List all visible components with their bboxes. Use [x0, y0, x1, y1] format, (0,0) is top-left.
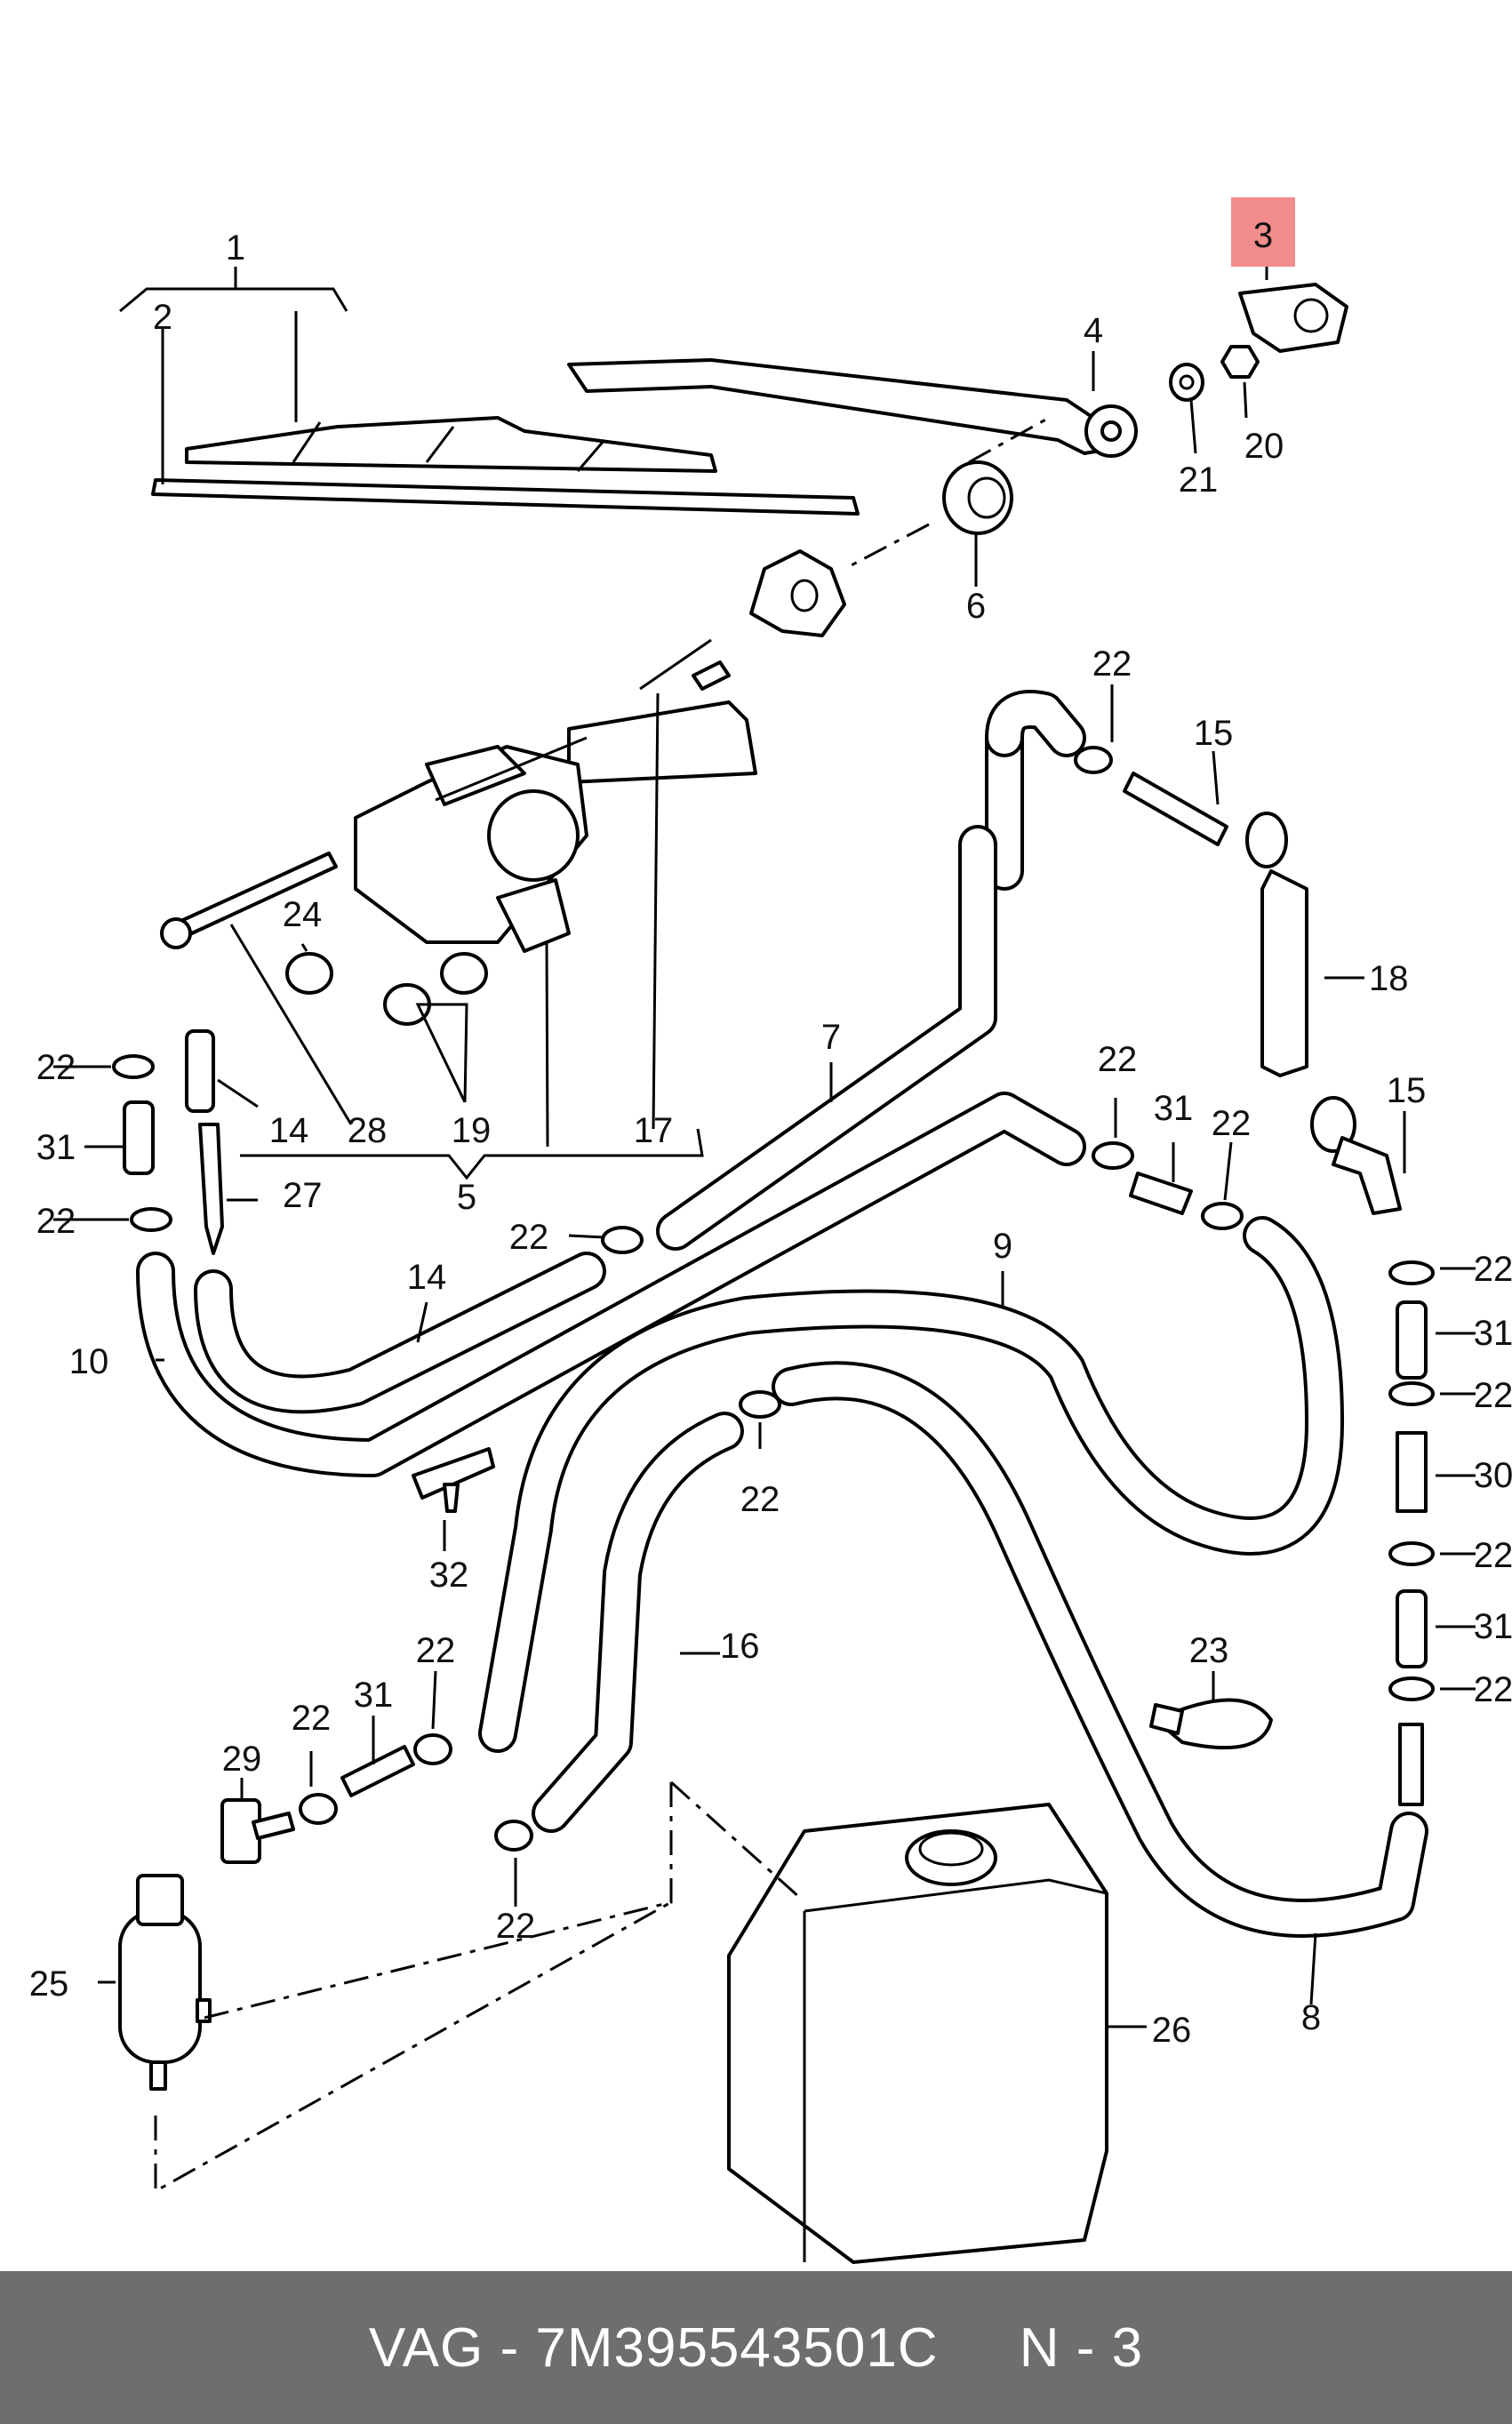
callout-22b: 22	[36, 1048, 76, 1087]
pump-fittings	[220, 1733, 533, 1864]
callout-15a: 15	[1194, 714, 1234, 753]
callout-22l: 22	[292, 1699, 332, 1738]
cap-part	[1238, 283, 1348, 353]
callout-22j: 22	[1474, 1670, 1512, 1709]
callout-10: 10	[69, 1342, 109, 1381]
callout-24: 24	[283, 895, 323, 934]
callout-6: 6	[966, 587, 986, 626]
callout-5: 5	[457, 1178, 476, 1217]
grommet-part	[749, 460, 1013, 637]
footer-bar: VAG - 7M395543501C N - 3	[0, 2271, 1512, 2424]
callout-22c: 22	[36, 1202, 76, 1241]
callout-25: 25	[29, 1964, 69, 2004]
callout-22k: 22	[740, 1480, 780, 1519]
callout-17: 17	[634, 1111, 674, 1150]
callout-30: 30	[1474, 1456, 1512, 1495]
callout-23: 23	[1189, 1631, 1229, 1670]
callout-31d: 31	[1474, 1607, 1512, 1646]
callout-15b: 15	[1387, 1071, 1427, 1110]
callout-14a: 14	[269, 1111, 309, 1150]
nut-part	[1220, 345, 1260, 379]
callout-31a: 31	[36, 1128, 76, 1167]
motor-bushings	[285, 952, 488, 1026]
callout-22e: 22	[1098, 1040, 1138, 1079]
callout-20: 20	[1244, 427, 1284, 466]
callout-22m: 22	[416, 1631, 456, 1670]
callout-28: 28	[348, 1111, 388, 1150]
linkage-rod	[160, 852, 338, 949]
callout-21: 21	[1179, 460, 1219, 500]
callout-22n: 22	[496, 1907, 536, 1946]
callout-labels: 1 2 3 4 5 6 7 8 9 10 14 14 15 15 16 17 1…	[29, 216, 1512, 2050]
callout-18: 18	[1369, 959, 1409, 998]
callout-22f: 22	[1212, 1104, 1252, 1143]
callout-22i: 22	[1474, 1536, 1512, 1575]
cable-tie	[1149, 1698, 1273, 1750]
middle-fittings	[601, 1141, 1244, 1419]
wiper-blade	[151, 416, 860, 516]
callout-31b: 31	[1154, 1089, 1194, 1128]
callout-2: 2	[153, 298, 172, 337]
hose-lines	[136, 690, 1428, 1938]
callout-14b: 14	[407, 1258, 447, 1297]
wiper-arm	[567, 358, 1138, 458]
callout-16: 16	[720, 1627, 760, 1666]
callout-9: 9	[993, 1227, 1012, 1266]
washer-reservoir	[727, 1803, 1108, 2264]
wiper-motor	[354, 638, 757, 953]
callout-26: 26	[1152, 2011, 1192, 2050]
callout-1: 1	[226, 228, 245, 268]
callout-19: 19	[452, 1111, 492, 1150]
callout-22g: 22	[1474, 1250, 1512, 1289]
clip-part	[412, 1447, 495, 1513]
highlight-part-3	[1231, 197, 1295, 267]
part-number-caption: VAG - 7M395543501C N - 3	[368, 2316, 1144, 2379]
callout-22d: 22	[509, 1218, 549, 1257]
callout-22a: 22	[1092, 644, 1132, 684]
callout-8: 8	[1301, 1998, 1321, 2037]
right-fittings	[1074, 746, 1435, 1806]
left-fittings	[112, 1029, 224, 1255]
washer-part	[1169, 363, 1204, 402]
washer-pump	[118, 1874, 212, 2091]
callout-7: 7	[821, 1018, 841, 1057]
callout-32: 32	[429, 1556, 469, 1595]
callout-31c: 31	[1474, 1314, 1512, 1353]
callout-29: 29	[222, 1740, 262, 1779]
leader-lines	[53, 258, 1476, 2028]
callout-31e: 31	[354, 1676, 394, 1715]
callout-22h: 22	[1474, 1376, 1512, 1415]
callout-4: 4	[1084, 311, 1103, 350]
parts-diagram: 1 2 3 4 5 6 7 8 9 10 14 14 15 15 16 17 1…	[29, 197, 1512, 2264]
callout-3: 3	[1253, 216, 1273, 255]
callout-27: 27	[283, 1176, 323, 1215]
